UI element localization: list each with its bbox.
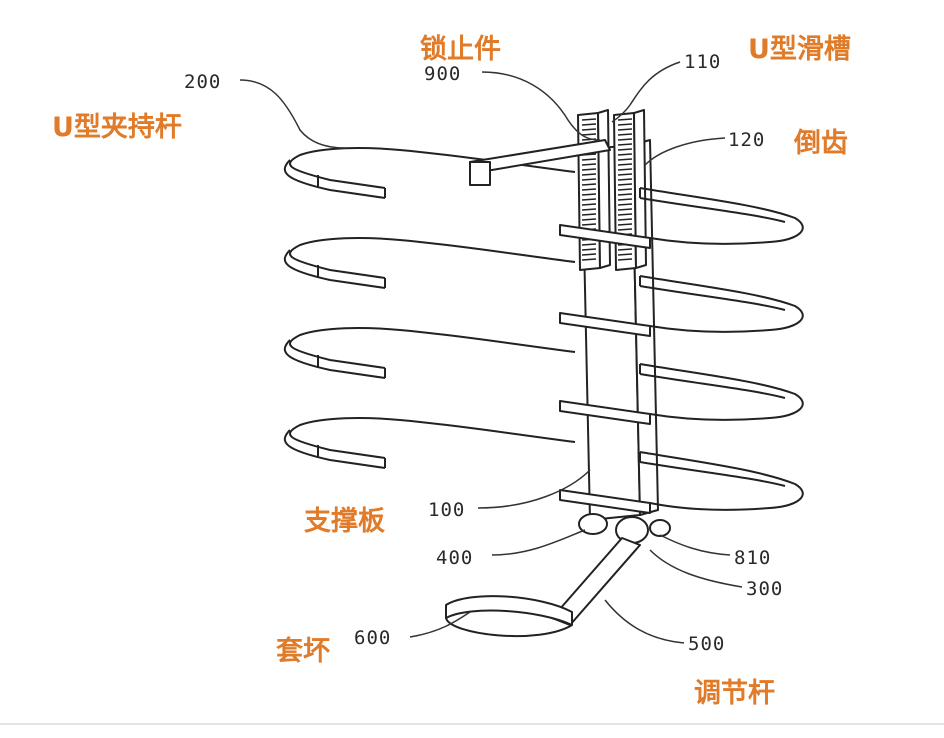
numeral-900: 900 — [424, 63, 461, 85]
u-clamp-rods — [284, 147, 576, 469]
barb-tooth — [617, 258, 633, 261]
barb-tooth — [581, 248, 597, 251]
barb-tooth — [581, 128, 597, 131]
numeral-100: 100 — [428, 499, 465, 521]
barb-tooth — [581, 198, 597, 201]
barb-tooth — [581, 258, 597, 261]
barb-tooth — [581, 158, 597, 161]
hinge-joint — [578, 513, 671, 544]
barb-tooth — [617, 138, 633, 141]
barb-tooth — [617, 133, 633, 136]
barb-tooth — [581, 183, 597, 186]
numeral-110: 110 — [684, 51, 721, 73]
barb-tooth — [581, 118, 597, 121]
barb-tooth — [617, 188, 633, 191]
leader-lines — [239, 61, 743, 644]
barb-tooth — [581, 213, 597, 216]
lock-piece — [469, 139, 611, 186]
barb-tooth — [581, 188, 597, 191]
label-sleeve-ring: 套坏 — [276, 636, 330, 667]
barb-tooth — [617, 158, 633, 161]
barb-tooth — [581, 163, 597, 166]
barb-tooth — [581, 208, 597, 211]
barb-tooth — [617, 198, 633, 201]
barb-tooth — [617, 253, 633, 256]
barb-tooth — [617, 183, 633, 186]
barb-tooth — [617, 223, 633, 226]
barb-tooth — [617, 148, 633, 151]
numeral-810: 810 — [734, 547, 771, 569]
label-support-plate: 支撑板 — [304, 506, 385, 537]
barb-tooth — [617, 208, 633, 211]
barb-tooth — [617, 218, 633, 221]
reference-numerals: 200 900 110 120 100 400 810 300 600 500 — [184, 51, 783, 655]
barb-tooth — [617, 143, 633, 146]
barb-tooth — [581, 243, 597, 246]
barb-tooth — [617, 213, 633, 216]
barb-teeth — [581, 118, 633, 261]
barb-tooth — [581, 193, 597, 196]
numeral-500: 500 — [688, 633, 725, 655]
barb-tooth — [617, 203, 633, 206]
barb-tooth — [617, 178, 633, 181]
label-adjust-rod: 调节杆 — [694, 678, 775, 709]
numeral-120: 120 — [728, 129, 765, 151]
label-lock-piece: 锁止件 — [420, 33, 501, 65]
barb-tooth — [617, 173, 633, 176]
barb-tooth — [581, 133, 597, 136]
barb-tooth — [617, 128, 633, 131]
barb-tooth — [617, 123, 633, 126]
barb-tooth — [617, 118, 633, 121]
barb-tooth — [581, 123, 597, 126]
label-barb-teeth: 倒齿 — [793, 128, 848, 159]
barb-tooth — [617, 228, 633, 231]
barb-tooth — [617, 168, 633, 171]
sleeve-ring — [445, 595, 573, 638]
barb-tooth — [581, 178, 597, 181]
part-name-labels: U型夹持杆 锁止件 U型滑槽 倒齿 支撑板 套坏 调节杆 — [52, 33, 851, 709]
barb-tooth — [617, 163, 633, 166]
barb-tooth — [617, 193, 633, 196]
barb-tooth — [581, 223, 597, 226]
barb-tooth — [617, 153, 633, 156]
barb-tooth — [581, 218, 597, 221]
barb-tooth — [581, 173, 597, 176]
numeral-300: 300 — [746, 578, 783, 600]
cross-bars — [559, 187, 804, 514]
label-u-clamp-rod: U型夹持杆 — [52, 112, 182, 143]
numeral-400: 400 — [436, 547, 473, 569]
barb-tooth — [581, 168, 597, 171]
label-u-slot: U型滑槽 — [748, 34, 851, 65]
numeral-200: 200 — [184, 71, 221, 93]
numeral-600: 600 — [354, 627, 391, 649]
barb-tooth — [617, 248, 633, 251]
barb-tooth — [581, 253, 597, 256]
barb-tooth — [581, 203, 597, 206]
